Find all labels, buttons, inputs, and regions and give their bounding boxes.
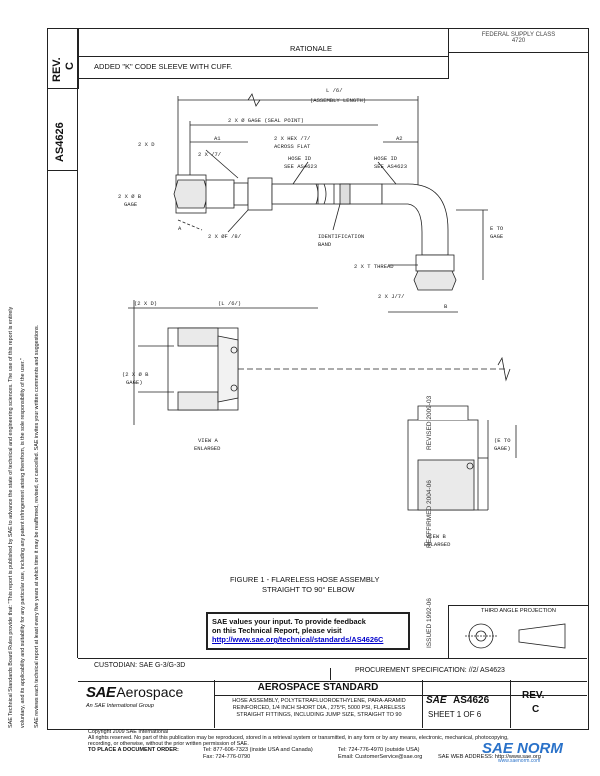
label-2xj: 2 X J/7/: [378, 293, 404, 300]
date-revised: REVISED 2009-03: [426, 395, 433, 450]
footer-rights-1: All rights reserved. No part of this pub…: [88, 735, 509, 741]
label-e-to: E TO: [490, 225, 504, 232]
feedback-line-1: SAE values your input. To provide feedba…: [212, 617, 366, 626]
doc-number: AS4626: [453, 695, 490, 706]
feedback-link[interactable]: http://www.sae.org/technical/standards/A…: [212, 635, 384, 644]
label-l6-paren: (L /6/): [218, 300, 241, 307]
title-divider-2: [422, 680, 423, 728]
label-across-flat: ACROSS FLAT: [274, 143, 311, 150]
label-a2: A2: [396, 135, 403, 142]
watermark-main: SAE NORM: [482, 740, 563, 757]
label-hose-id-2: HOSE ID: [374, 155, 398, 162]
desc-line-1: HOSE ASSEMBLY, POLYTETRAFLUOROETHYLENE, …: [232, 698, 406, 704]
title-divider-3: [510, 680, 511, 728]
footer-fax: Fax: 724-776-0790: [203, 754, 251, 760]
label-e-gage-paren: GAGE): [494, 445, 511, 452]
logo-area: SAEAerospace An SAE International Group: [86, 684, 212, 724]
procurement-text: PROCUREMENT SPECIFICATION: //2/ AS4623: [355, 667, 505, 674]
label-hose-id-2b: SEE AS4623: [374, 163, 407, 170]
procurement-divider: [330, 668, 331, 680]
label-2xd: 2 X D: [138, 141, 155, 148]
projection-symbol: [465, 623, 566, 649]
label-view-a-marker: A: [178, 225, 182, 232]
doc-sae-small: SAE: [426, 695, 447, 706]
label-2xd-paren: (2 X D): [134, 300, 157, 307]
label-2x7: 2 X /7/: [198, 151, 221, 158]
date-issued: ISSUED 1992-06: [426, 598, 433, 648]
figure-title-2: STRAIGHT TO 90° ELBOW: [262, 585, 355, 594]
title-rev-value: C: [532, 704, 540, 715]
feedback-line-2: on this Technical Report, please visit: [212, 626, 342, 635]
rationale-divider: [77, 56, 448, 57]
label-view-a: VIEW A: [198, 437, 219, 444]
supply-class-line1: FEDERAL SUPPLY CLASS: [481, 32, 556, 38]
label-hose-id-1: HOSE ID: [288, 155, 312, 162]
sheet-number: SHEET 1 OF 6: [428, 710, 482, 719]
label-gage-seal: 2 X Ø GAGE (SEAL POINT): [228, 117, 304, 124]
label-gage: GAGE: [124, 201, 138, 208]
footer-tel2: Tel: 724-776-4970 (outside USA): [338, 747, 420, 753]
label-a1: A1: [214, 135, 221, 142]
title-rev-label: REV.: [522, 690, 545, 701]
hose-assembly-drawing: L /6/ (ASSEMBLY LENGTH) 2 X Ø GAGE (SEAL…: [118, 87, 517, 548]
label-view-b: VIEW B: [426, 533, 447, 540]
disclaimer-line-1: SAE Technical Standards Board Rules prov…: [8, 306, 14, 728]
drawing-frame: [47, 28, 589, 730]
label-e-to-paren: (E TO: [494, 437, 511, 444]
rationale-heading: RATIONALE: [290, 44, 332, 53]
label-gage-b-paren: (2 X Ø B: [122, 371, 149, 378]
footer-web[interactable]: SAE WEB ADDRESS: http://www.sae.org: [438, 754, 541, 760]
logo-aerospace: Aerospace: [116, 684, 184, 700]
label-hose-id-1b: SEE AS4623: [284, 163, 317, 170]
date-reaffirmed: REAFFIRMED 2004-06: [426, 480, 433, 548]
label-e-gage: GAGE: [490, 233, 504, 240]
hose-body: [271, 183, 383, 205]
label-gage-b: 2 X Ø B: [118, 193, 142, 200]
title-divider-1: [214, 680, 215, 728]
label-length: L /6/: [326, 87, 343, 94]
label-assembly-length: (ASSEMBLY LENGTH): [310, 97, 366, 104]
left-strip-divider-3: [47, 170, 77, 171]
label-band: BAND: [318, 241, 332, 248]
rationale-right: [448, 28, 449, 79]
logo-subtitle: An SAE International Group: [86, 703, 154, 709]
custodian-text: CUSTODIAN: SAE G-3/G-3D: [94, 662, 186, 669]
left-strip-divider: [77, 28, 78, 658]
footer-rights-2: recording, or otherwise, without the pri…: [88, 741, 249, 747]
supply-class-line2: 4720: [511, 38, 526, 44]
footer-email[interactable]: Email: CustomerService@sae.org: [338, 754, 423, 760]
label-thread: 2 X T THREAD: [354, 263, 394, 270]
label-dia-f: 2 X ØF /8/: [208, 233, 241, 240]
label-hex: 2 X HEX /7/: [274, 135, 310, 142]
left-strip-divider-2: [47, 88, 77, 89]
third-angle-box: THIRD ANGLE PROJECTION: [448, 605, 588, 659]
third-angle-label: THIRD ANGLE PROJECTION: [481, 608, 556, 614]
rationale-bottom: [77, 78, 448, 79]
label-enlarged-b: ENLARGED: [424, 541, 451, 548]
supply-class-box: FEDERAL SUPPLY CLASS 4720: [448, 28, 588, 53]
standard-underline: [214, 695, 587, 696]
doc-id: SAE AS4626: [426, 690, 489, 708]
disclaimer-line-2: voluntary, and its applicability and sui…: [20, 358, 26, 728]
custodian-row: [78, 658, 587, 682]
footer-tel1: Tel: 877-606-7323 (inside USA and Canada…: [203, 747, 313, 753]
watermark-sub: www.saenorm.com: [498, 758, 541, 764]
footer: Copyright 2009 SAE International All rig…: [88, 729, 588, 763]
elbow-fitting: [381, 183, 449, 256]
logo-sae: SAE: [86, 684, 116, 701]
footer-order-label: TO PLACE A DOCUMENT ORDER:: [88, 747, 179, 753]
label-enlarged-a: ENLARGED: [194, 445, 221, 452]
aerospace-standard: AEROSPACE STANDARD: [257, 682, 379, 693]
label-gage-paren: GAGE): [126, 379, 143, 386]
figure-title-1: FIGURE 1 - FLARELESS HOSE ASSEMBLY: [230, 575, 380, 584]
disclaimer-line-3: SAE reviews each technical report at lea…: [34, 324, 40, 728]
desc-line-3: STRAIGHT FITTINGS, INCLUDING JUMP SIZE, …: [236, 712, 402, 718]
label-ident: IDENTIFICATION: [318, 233, 364, 240]
footer-copyright: Copyright 2009 SAE International: [88, 729, 169, 735]
desc-line-2: REINFORCED, 1/4 INCH SHORT DIA., 275°F, …: [232, 705, 406, 711]
label-view-b-marker: B: [444, 303, 448, 310]
rationale-text: ADDED "K" CODE SLEEVE WITH CUFF.: [94, 62, 233, 71]
watermark: SAE NORM www.saenorm.com: [482, 740, 598, 774]
feedback-box: SAE values your input. To provide feedba…: [206, 612, 410, 650]
